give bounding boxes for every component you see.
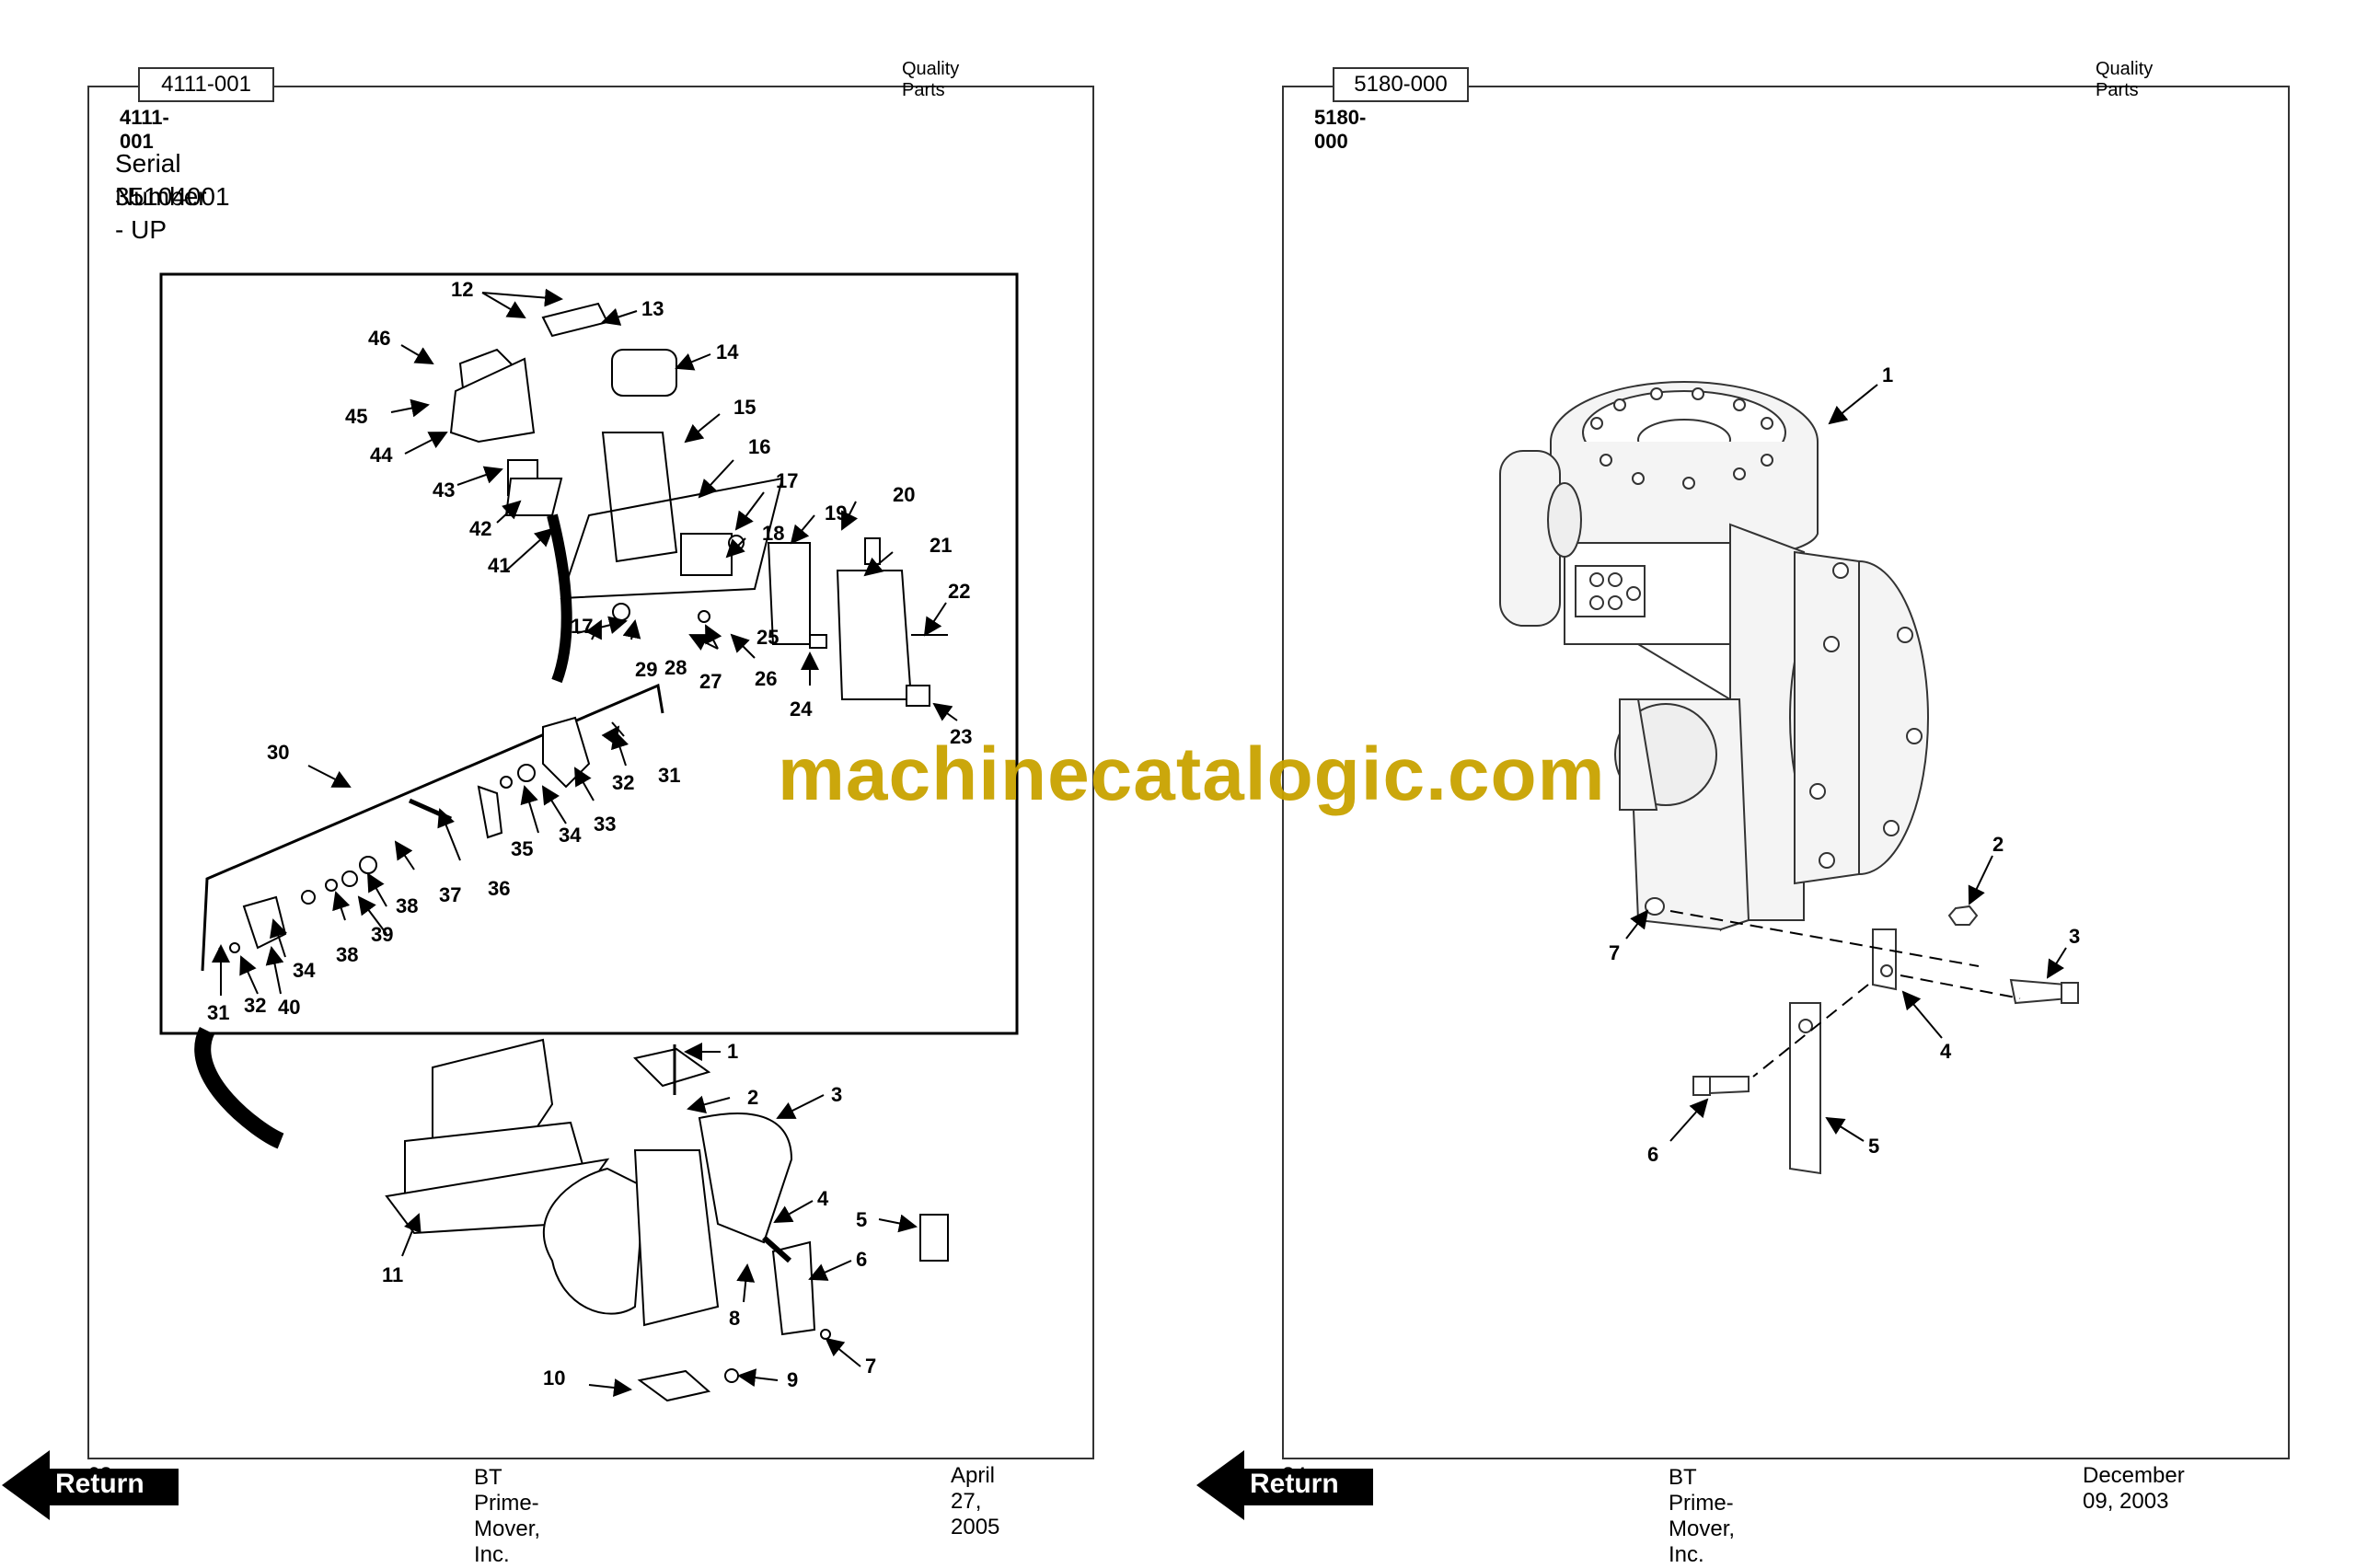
gearbox-small-parts — [1575, 565, 2079, 1175]
watermark-text: machinecatalogic.com — [778, 732, 1606, 816]
callout-main-7: 7 — [865, 1355, 876, 1378]
callout-16: 16 — [748, 435, 770, 458]
right-company-name: BT Prime-Mover, Inc. — [1669, 1465, 1736, 1567]
callout-main-10: 10 — [543, 1366, 565, 1389]
left-page-frame — [87, 86, 1094, 1459]
callout-22: 22 — [948, 580, 970, 603]
callout-20: 20 — [893, 483, 915, 506]
callout-main-2: 2 — [747, 1086, 758, 1109]
serial-number-label: Serial Number — [115, 149, 207, 211]
gearbox-bolts — [1590, 387, 1923, 869]
right-callout-6: 6 — [1647, 1143, 1658, 1166]
inset-link-swoosh — [194, 1026, 284, 1149]
right-page-frame — [1282, 86, 2290, 1459]
callout-41: 41 — [488, 554, 510, 577]
left-callout-leaders — [212, 288, 958, 1397]
callout-32-lower: 32 — [244, 994, 266, 1017]
callout-43: 43 — [433, 478, 455, 502]
callout-27: 27 — [699, 670, 722, 693]
callout-32-upper: 32 — [612, 771, 634, 794]
callout-33: 33 — [594, 813, 616, 836]
callout-42: 42 — [469, 517, 491, 540]
callout-30: 30 — [267, 741, 289, 764]
callout-38-lower: 38 — [336, 943, 358, 966]
right-callout-leaders — [1625, 384, 2067, 1142]
right-section-tab: 5180-000 — [1333, 67, 1469, 102]
left-page-date: April 27, 2005 — [951, 1463, 1000, 1539]
callout-45: 45 — [345, 405, 367, 428]
callout-19: 19 — [825, 502, 847, 525]
gearbox-housing — [1499, 381, 1929, 932]
inset-detail-boundary — [201, 683, 664, 972]
callout-12: 12 — [451, 278, 473, 301]
callout-main-11: 11 — [382, 1263, 403, 1286]
right-callout-3: 3 — [2069, 925, 2080, 948]
callout-13: 13 — [641, 297, 664, 320]
callout-34-lower: 34 — [293, 959, 316, 982]
right-callout-7: 7 — [1609, 941, 1620, 964]
right-callout-4: 4 — [1940, 1040, 1952, 1063]
callout-35: 35 — [511, 837, 533, 860]
right-callout-2: 2 — [1992, 833, 2004, 856]
left-company-name: BT Prime-Mover, Inc. — [474, 1465, 541, 1567]
right-quality-parts-label: Quality Parts — [2096, 59, 2154, 100]
tiller-handle-assembly — [385, 1038, 949, 1402]
callout-main-4: 4 — [817, 1187, 829, 1210]
callout-17-bottom: 17 — [571, 615, 593, 638]
callout-39: 39 — [371, 923, 393, 946]
callout-15: 15 — [733, 396, 756, 419]
assembly-dashed-guides — [1669, 910, 2021, 1078]
callout-36: 36 — [488, 877, 510, 900]
callout-18: 18 — [762, 522, 784, 545]
right-drive-unit-diagram: 1 2 3 4 5 6 7 — [1499, 363, 2080, 1175]
callout-main-1: 1 — [727, 1040, 738, 1063]
callout-main-8: 8 — [729, 1307, 740, 1330]
inset-upper-swoosh — [547, 513, 572, 684]
callout-14: 14 — [716, 340, 739, 363]
callout-34-upper: 34 — [559, 824, 582, 847]
callout-main-5: 5 — [856, 1208, 867, 1231]
callout-31-upper: 31 — [658, 764, 680, 787]
callout-46: 46 — [368, 327, 390, 350]
callout-21: 21 — [930, 534, 952, 557]
control-handle-parts — [449, 302, 948, 707]
callout-31-lower: 31 — [207, 1001, 229, 1024]
callout-38-upper: 38 — [396, 894, 418, 917]
right-return-button[interactable]: Return — [1196, 1450, 1377, 1520]
callout-23: 23 — [950, 725, 972, 748]
callout-40: 40 — [278, 996, 300, 1019]
serial-number-range: 35104001 - UP — [115, 182, 230, 244]
right-callout-1: 1 — [1882, 363, 1893, 386]
callout-44: 44 — [370, 444, 393, 467]
callout-17-top: 17 — [776, 469, 798, 492]
left-exploded-parts-diagram: 12 13 14 46 45 44 15 16 43 42 17 19 20 1… — [159, 272, 1019, 1402]
return-arrow-icon — [1196, 1450, 1373, 1520]
callout-29: 29 — [635, 658, 657, 681]
callout-26: 26 — [755, 667, 777, 690]
right-section-code: 5180-000 — [1314, 106, 1367, 153]
left-section-tab: 4111-001 — [138, 67, 274, 102]
callout-25: 25 — [756, 626, 779, 649]
callout-28: 28 — [664, 656, 687, 679]
left-quality-parts-label: Quality Parts — [902, 59, 960, 100]
right-callout-5: 5 — [1868, 1135, 1879, 1158]
callout-main-6: 6 — [856, 1248, 867, 1271]
left-section-code: 4111-001 — [120, 106, 169, 153]
right-page-date: December 09, 2003 — [2083, 1463, 2185, 1514]
callout-main-9: 9 — [787, 1368, 798, 1391]
left-return-button[interactable]: Return — [2, 1450, 182, 1520]
callout-main-3: 3 — [831, 1083, 842, 1106]
callout-24: 24 — [790, 698, 813, 721]
callout-37: 37 — [439, 883, 461, 906]
return-arrow-icon — [2, 1450, 179, 1520]
detail-inset-box — [159, 272, 1019, 1035]
